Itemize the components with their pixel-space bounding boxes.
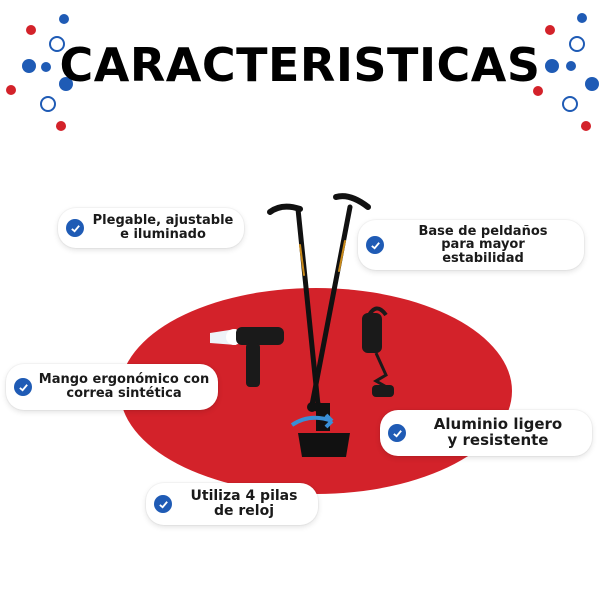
confetti-decoration-right xyxy=(533,13,599,131)
flashlight-handle xyxy=(210,327,284,387)
check-circle-icon xyxy=(14,378,32,396)
page-title: CARACTERISTICAS xyxy=(59,38,541,92)
check-circle-icon xyxy=(66,219,84,237)
strap-handle xyxy=(362,306,394,397)
confetti-decoration-left xyxy=(6,14,73,131)
check-circle-icon xyxy=(388,424,406,442)
check-circle-icon xyxy=(366,236,384,254)
check-circle-icon xyxy=(154,495,172,513)
cane-product-illustration xyxy=(210,193,394,457)
stepped-base xyxy=(290,403,350,457)
crossed-canes xyxy=(267,193,371,412)
